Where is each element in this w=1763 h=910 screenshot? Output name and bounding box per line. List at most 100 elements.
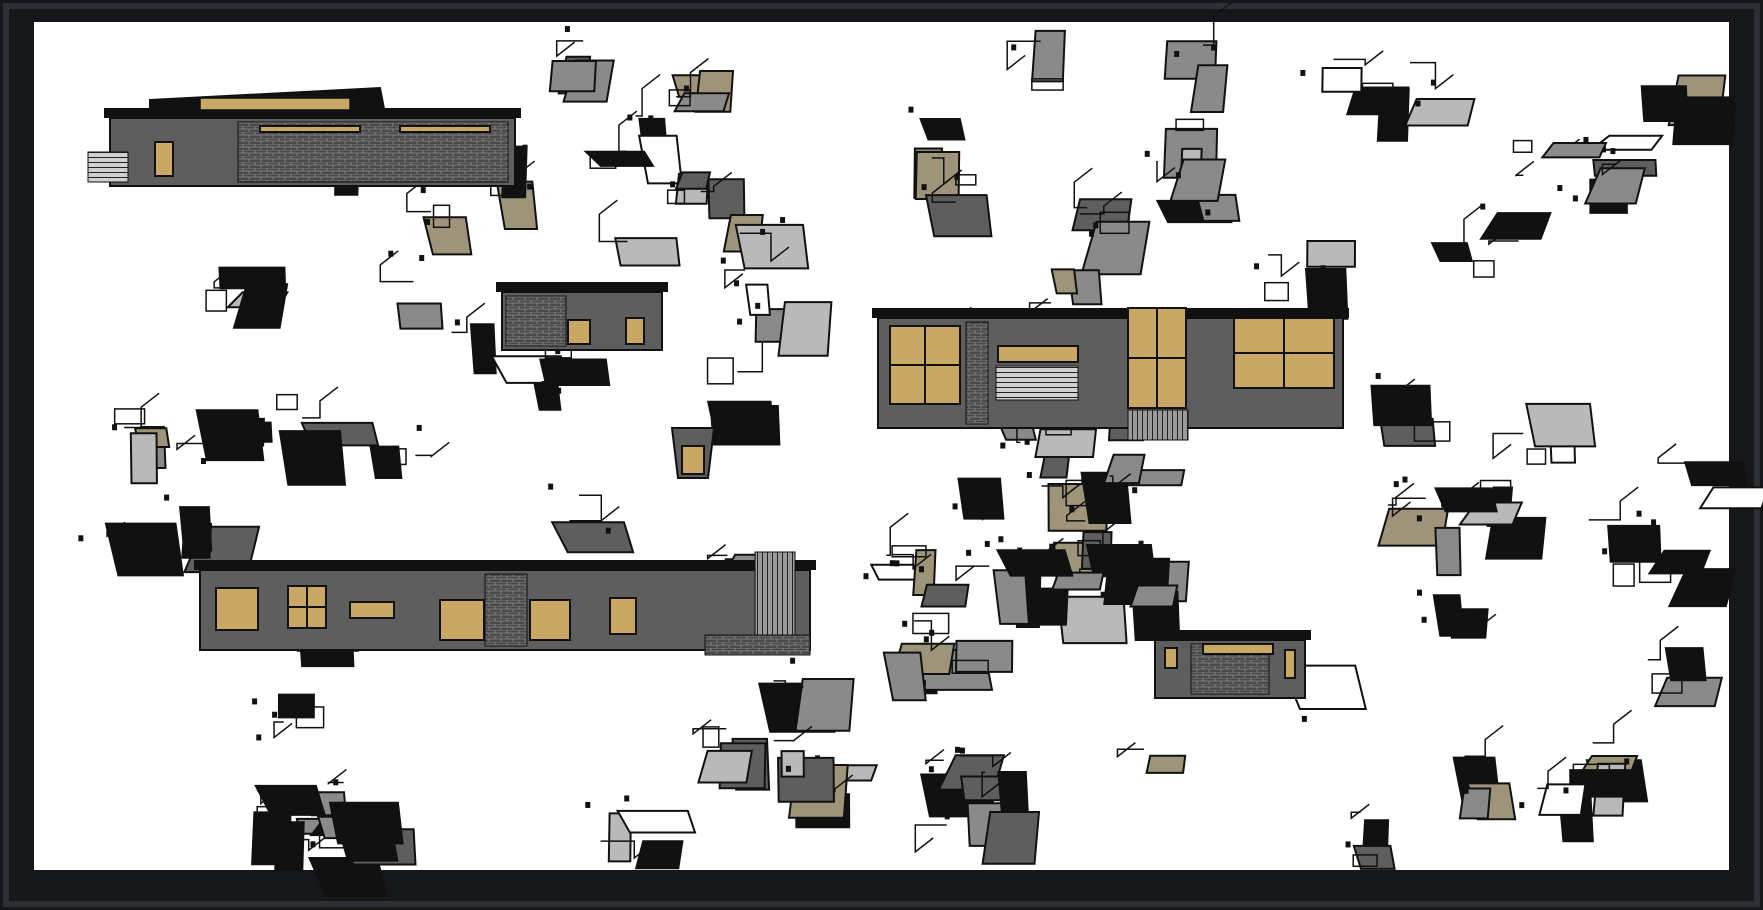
ink-dot bbox=[863, 573, 869, 580]
siding-panel bbox=[87, 151, 129, 183]
outline-box bbox=[891, 545, 927, 558]
trapezoid-block bbox=[1450, 608, 1489, 639]
ink-dot bbox=[252, 698, 258, 705]
ink-dot bbox=[1430, 79, 1436, 86]
connector-line bbox=[1391, 497, 1426, 518]
ink-dot bbox=[683, 85, 689, 92]
trapezoid-block bbox=[232, 283, 289, 329]
shape-cluster bbox=[863, 549, 937, 596]
connector-line bbox=[124, 392, 160, 429]
connector-line bbox=[960, 751, 1012, 769]
trapezoid-block bbox=[1667, 568, 1738, 608]
connector-line bbox=[692, 719, 727, 736]
ink-dot bbox=[201, 458, 207, 465]
connector-line bbox=[1588, 486, 1639, 521]
trapezoid-block bbox=[709, 405, 781, 446]
ink-dot bbox=[955, 746, 961, 753]
ink-dot bbox=[1205, 209, 1211, 216]
ink-dot bbox=[238, 415, 244, 422]
trapezoid-block bbox=[882, 651, 927, 702]
building bbox=[1149, 630, 1311, 699]
shape-cluster bbox=[451, 302, 497, 375]
ink-dot bbox=[1375, 373, 1381, 380]
trapezoid-block bbox=[1664, 647, 1707, 682]
shape-cluster bbox=[1519, 756, 1633, 843]
trapezoid-block bbox=[744, 283, 771, 316]
connector-line bbox=[1073, 167, 1093, 209]
outline-box bbox=[1031, 78, 1064, 91]
ink-dot bbox=[1454, 504, 1460, 511]
connector-line bbox=[302, 386, 339, 419]
building-roof bbox=[872, 308, 1349, 318]
connector-line bbox=[176, 434, 211, 451]
ink-dot bbox=[310, 841, 316, 848]
outline-box bbox=[1102, 495, 1127, 516]
connector-line bbox=[1202, 1, 1233, 46]
trapezoid-block bbox=[1525, 402, 1597, 448]
trapezoid-block bbox=[1540, 142, 1608, 159]
ink-dot bbox=[1024, 438, 1030, 445]
shape-cluster bbox=[1100, 518, 1181, 641]
brick-panel bbox=[505, 295, 567, 347]
shape-cluster bbox=[1452, 724, 1517, 821]
trapezoid-block bbox=[914, 151, 961, 200]
trapezoid-block bbox=[396, 302, 444, 330]
connector-line bbox=[706, 544, 728, 561]
window bbox=[259, 125, 361, 133]
ink-dot bbox=[952, 503, 958, 510]
shape-cluster bbox=[1416, 589, 1497, 639]
trapezoid-block bbox=[997, 771, 1029, 813]
shape-cluster bbox=[1116, 742, 1187, 774]
trapezoid-block bbox=[734, 223, 810, 270]
trapezoid-block bbox=[1050, 268, 1079, 295]
connector-line bbox=[931, 178, 956, 203]
shape-cluster bbox=[666, 171, 746, 220]
ink-dot bbox=[1175, 172, 1181, 179]
trapezoid-block bbox=[1034, 428, 1098, 458]
building-roof bbox=[1149, 630, 1311, 640]
shape-cluster bbox=[1370, 373, 1451, 447]
ink-dot bbox=[605, 527, 611, 534]
ink-dot bbox=[954, 174, 960, 181]
outline-box bbox=[1352, 854, 1378, 868]
trapezoid-block bbox=[369, 445, 403, 479]
window bbox=[997, 345, 1079, 363]
shape-cluster bbox=[1588, 486, 1662, 587]
connector-line bbox=[1657, 443, 1693, 464]
ink-dot bbox=[1636, 510, 1642, 517]
ink-dot bbox=[790, 657, 796, 664]
ink-dot bbox=[998, 536, 1004, 543]
trapezoid-block bbox=[1102, 453, 1146, 485]
shape-cluster bbox=[1028, 268, 1103, 326]
trapezoid-block bbox=[195, 409, 265, 462]
trapezoid-block bbox=[634, 840, 684, 870]
clerestory-window bbox=[199, 97, 351, 111]
outline-box bbox=[1175, 118, 1205, 132]
connector-line bbox=[598, 199, 628, 243]
siding-panel bbox=[754, 551, 796, 641]
shape-cluster bbox=[583, 110, 655, 169]
connector-line bbox=[925, 748, 945, 766]
shape-cluster bbox=[914, 802, 1041, 865]
shape-cluster bbox=[369, 424, 450, 479]
connector-line bbox=[1464, 724, 1504, 758]
trapezoid-block bbox=[615, 809, 697, 834]
connector-line bbox=[1446, 613, 1497, 630]
trapezoid-block bbox=[794, 678, 855, 732]
trapezoid-block bbox=[1683, 461, 1748, 487]
connector-line bbox=[379, 250, 414, 283]
ink-dot bbox=[1069, 506, 1075, 513]
connector-line bbox=[1488, 229, 1519, 246]
shape-cluster bbox=[1080, 453, 1186, 524]
ink-dot bbox=[1000, 442, 1006, 449]
connector-line bbox=[1410, 61, 1454, 91]
connector-line bbox=[415, 441, 450, 458]
outline-box bbox=[1441, 490, 1459, 508]
trapezoid-block bbox=[919, 118, 966, 141]
connector-line bbox=[676, 57, 709, 98]
ink-dot bbox=[755, 302, 761, 309]
ink-dot bbox=[454, 319, 460, 326]
outline-box bbox=[336, 802, 361, 822]
ink-dot bbox=[928, 766, 934, 773]
outline-box bbox=[1612, 563, 1635, 587]
